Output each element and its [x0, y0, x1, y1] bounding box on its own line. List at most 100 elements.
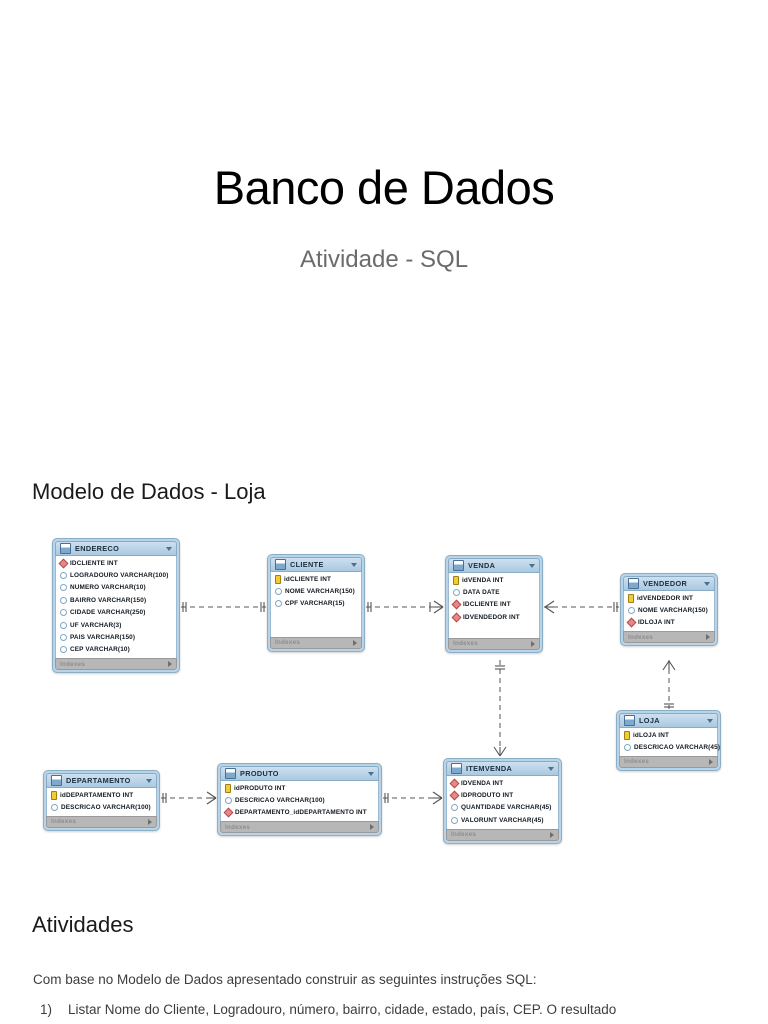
- er-table-indexes-footer[interactable]: Indexes: [623, 631, 715, 644]
- column-icon: [60, 572, 67, 580]
- er-column[interactable]: DESCRICAO VARCHAR(45): [620, 741, 720, 753]
- er-table-header[interactable]: ENDERECO: [55, 541, 177, 556]
- er-column[interactable]: CPF VARCHAR(15): [271, 598, 361, 610]
- er-column-label: PAIS VARCHAR(150): [70, 634, 136, 642]
- er-column[interactable]: IDVENDEDOR INT: [449, 611, 539, 623]
- primary-key-icon: [275, 574, 281, 584]
- er-table-produto[interactable]: PRODUTO idPRODUTO INT DESCRICAO VARCHAR(10…: [217, 763, 382, 837]
- er-column[interactable]: DESCRICAO VARCHAR(100): [221, 794, 378, 806]
- er-column[interactable]: NOME VARCHAR(150): [624, 604, 714, 616]
- er-column[interactable]: idVENDEDOR INT: [624, 592, 714, 604]
- er-table-departamento[interactable]: DEPARTAMENTO idDEPARTAMENTO INT DESCRICAO …: [43, 770, 160, 831]
- table-icon: [451, 763, 462, 774]
- er-column[interactable]: VALORUNT VARCHAR(45): [447, 814, 558, 826]
- chevron-down-icon[interactable]: [146, 778, 152, 783]
- er-table-header[interactable]: CLIENTE: [270, 557, 362, 572]
- chevron-right-icon[interactable]: [353, 639, 357, 646]
- chevron-down-icon[interactable]: [351, 562, 357, 567]
- er-table-indexes-footer[interactable]: Indexes: [46, 815, 157, 828]
- er-table-name: VENDEDOR: [643, 579, 688, 588]
- er-table-cliente[interactable]: CLIENTE idCLIENTE INT NOME VARCHAR(150) CPF…: [267, 554, 365, 652]
- er-table-indexes-footer[interactable]: Indexes: [55, 658, 177, 671]
- er-column[interactable]: DATA DATE: [449, 586, 539, 598]
- er-column[interactable]: BAIRRO VARCHAR(150): [56, 594, 176, 606]
- chevron-down-icon[interactable]: [368, 771, 374, 776]
- er-column[interactable]: DESCRICAO VARCHAR(100): [47, 801, 156, 813]
- chevron-down-icon[interactable]: [707, 718, 713, 723]
- er-table-indexes-footer[interactable]: Indexes: [270, 636, 362, 649]
- er-column-label: idPRODUTO INT: [234, 784, 286, 792]
- er-column-list: IDCLIENTE INT LOGRADOURO VARCHAR(100)NUME…: [55, 556, 177, 659]
- primary-key-icon: [453, 575, 459, 585]
- er-table-name: DEPARTAMENTO: [66, 776, 131, 785]
- chevron-right-icon[interactable]: [168, 661, 172, 668]
- er-column-spacer: [449, 624, 539, 636]
- chevron-down-icon[interactable]: [166, 546, 172, 551]
- chevron-down-icon[interactable]: [548, 766, 554, 771]
- er-column[interactable]: CEP VARCHAR(10): [56, 644, 176, 656]
- column-icon: [60, 596, 67, 604]
- er-column[interactable]: IDCLIENTE INT: [56, 557, 176, 569]
- er-column-label: CPF VARCHAR(15): [285, 600, 345, 608]
- er-table-indexes-footer[interactable]: Indexes: [619, 755, 718, 768]
- er-column-label: VALORUNT VARCHAR(45): [461, 816, 544, 824]
- er-table-header[interactable]: LOJA: [619, 713, 718, 728]
- er-table-indexes-footer[interactable]: Indexes: [220, 821, 379, 834]
- er-column-label: IDCLIENTE INT: [70, 559, 118, 567]
- column-icon: [451, 816, 458, 824]
- er-column[interactable]: IDPRODUTO INT: [447, 789, 558, 801]
- er-column[interactable]: DEPARTAMENTO_idDEPARTAMENTO INT: [221, 807, 378, 819]
- er-column[interactable]: IDCLIENTE INT: [449, 599, 539, 611]
- column-icon: [453, 589, 460, 597]
- chevron-right-icon[interactable]: [370, 824, 374, 831]
- er-column[interactable]: PAIS VARCHAR(150): [56, 631, 176, 643]
- er-column[interactable]: idPRODUTO INT: [221, 782, 378, 794]
- er-column[interactable]: LOGRADOURO VARCHAR(100): [56, 569, 176, 581]
- er-table-name: ITEMVENDA: [466, 764, 513, 773]
- er-column[interactable]: idLOJA INT: [620, 729, 717, 741]
- er-table-header[interactable]: ITEMVENDA: [446, 761, 559, 776]
- er-column[interactable]: idVENDA INT: [449, 574, 539, 586]
- table-icon: [628, 578, 639, 589]
- er-column[interactable]: IDLOJA INT: [624, 617, 714, 629]
- chevron-down-icon[interactable]: [704, 581, 710, 586]
- er-column[interactable]: CIDADE VARCHAR(250): [56, 607, 176, 619]
- er-column-label: IDVENDA INT: [461, 779, 504, 787]
- primary-key-icon: [624, 730, 630, 740]
- er-table-header[interactable]: PRODUTO: [220, 766, 379, 781]
- atividade-item-1-text: Listar Nome do Cliente, Logradouro, núme…: [68, 1002, 617, 1017]
- column-icon: [624, 744, 631, 752]
- er-indexes-label: Indexes: [628, 633, 654, 641]
- er-table-indexes-footer[interactable]: Indexes: [448, 637, 540, 650]
- er-column[interactable]: idCLIENTE INT: [271, 573, 361, 585]
- er-column[interactable]: NUMERO VARCHAR(10): [56, 582, 176, 594]
- chevron-down-icon[interactable]: [529, 563, 535, 568]
- er-table-header[interactable]: VENDEDOR: [623, 576, 715, 591]
- foreign-key-icon: [223, 808, 234, 818]
- er-column-label: CIDADE VARCHAR(250): [70, 609, 146, 617]
- er-column-label: idCLIENTE INT: [284, 575, 332, 583]
- column-icon: [225, 797, 232, 805]
- er-table-header[interactable]: DEPARTAMENTO: [46, 773, 157, 788]
- er-table-endereco[interactable]: ENDERECO IDCLIENTE INT LOGRADOURO VARCHAR(…: [52, 538, 180, 674]
- chevron-right-icon[interactable]: [706, 634, 710, 641]
- er-column[interactable]: idDEPARTAMENTO INT: [47, 789, 156, 801]
- er-table-indexes-footer[interactable]: Indexes: [446, 828, 559, 841]
- er-indexes-label: Indexes: [624, 758, 650, 766]
- er-column[interactable]: QUANTIDADE VARCHAR(45): [447, 802, 558, 814]
- er-column[interactable]: UF VARCHAR(3): [56, 619, 176, 631]
- chevron-right-icon[interactable]: [148, 818, 152, 825]
- er-table-header[interactable]: VENDA: [448, 558, 540, 573]
- chevron-right-icon[interactable]: [531, 640, 535, 647]
- table-icon: [51, 775, 62, 786]
- er-column-label: idDEPARTAMENTO INT: [60, 791, 134, 799]
- chevron-right-icon[interactable]: [709, 758, 713, 765]
- chevron-right-icon[interactable]: [550, 831, 554, 838]
- er-column[interactable]: IDVENDA INT: [447, 777, 558, 789]
- er-column[interactable]: NOME VARCHAR(150): [271, 585, 361, 597]
